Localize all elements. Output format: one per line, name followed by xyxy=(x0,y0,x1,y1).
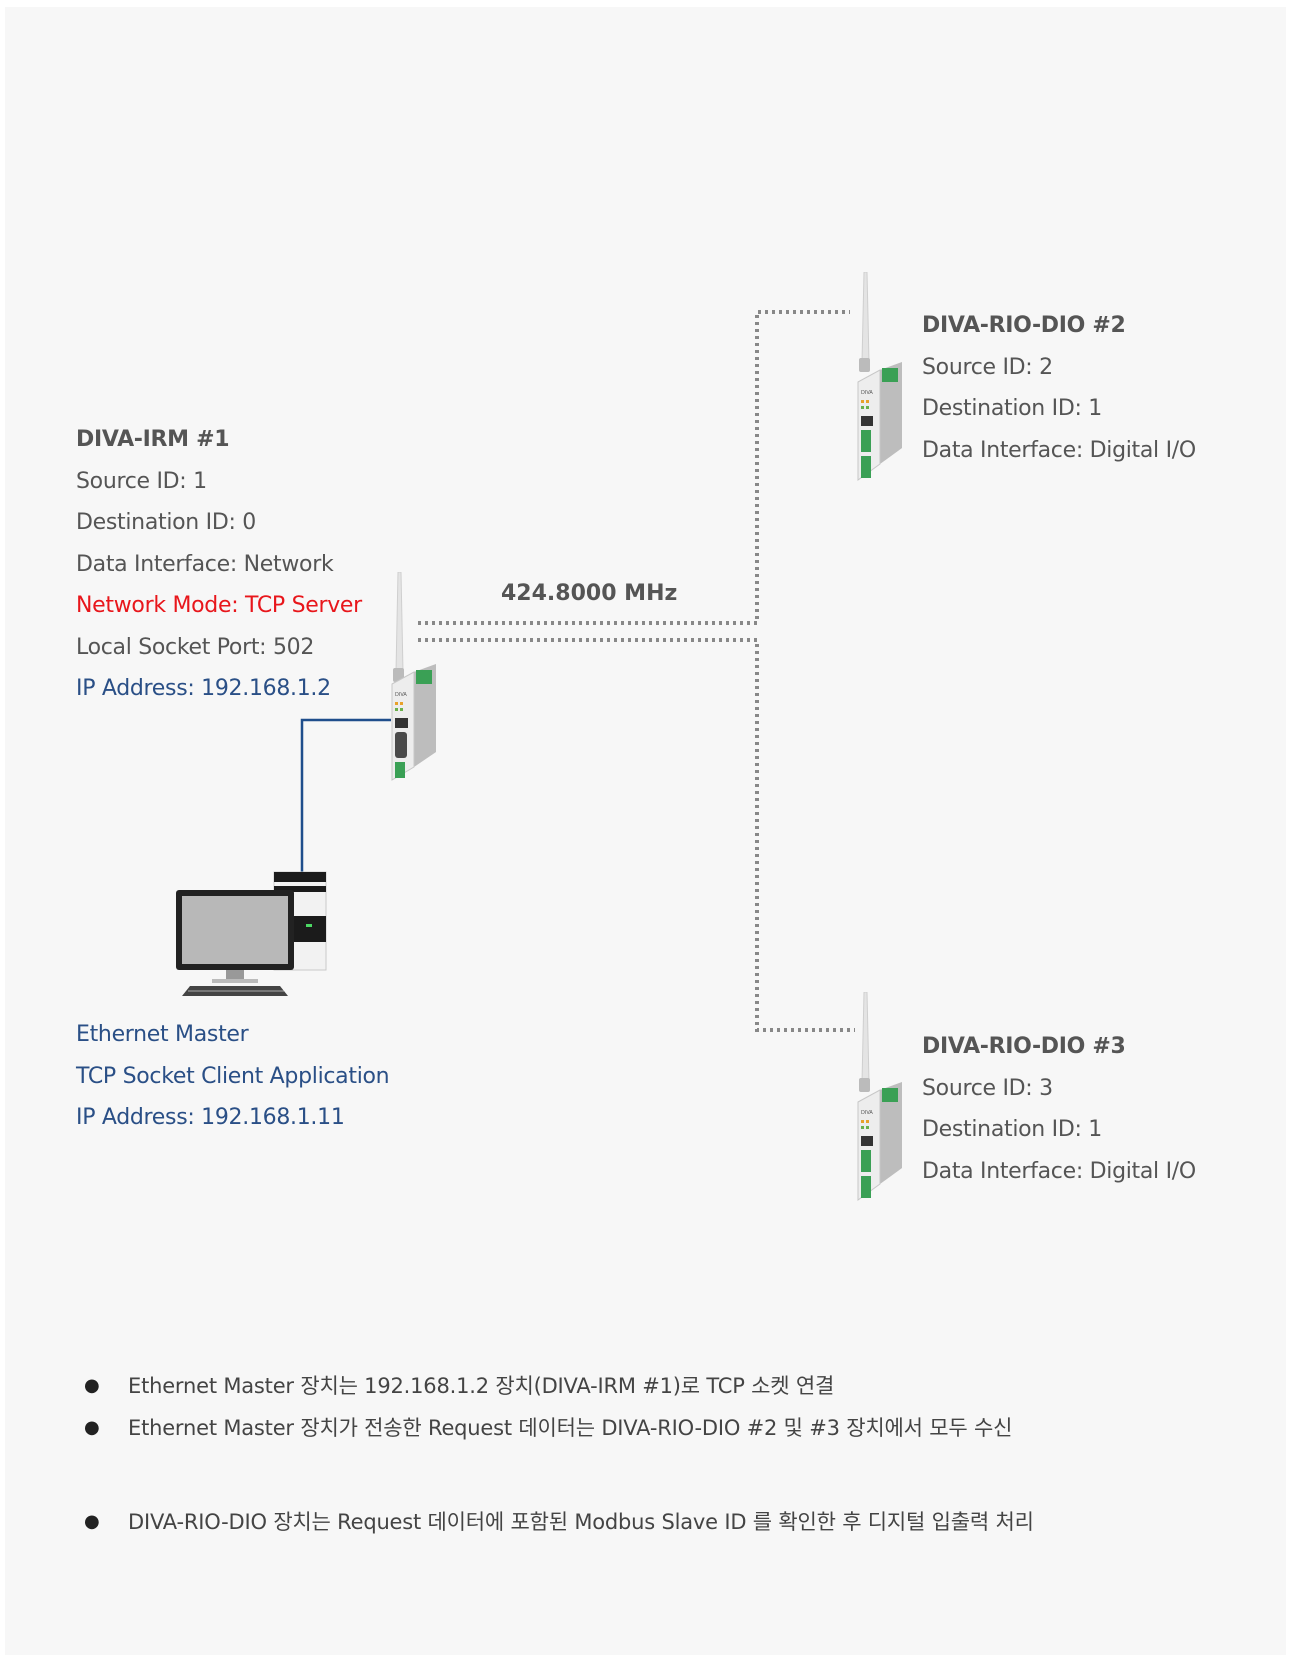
list-item: ● Ethernet Master 장치가 전송한 Request 데이터는 D… xyxy=(78,1407,1034,1449)
irm-title: DIVA-IRM #1 xyxy=(76,427,230,452)
ethernet-cable xyxy=(300,718,391,887)
master-info: Ethernet Master TCP Socket Client Applic… xyxy=(76,1014,390,1139)
note-text: DIVA-RIO-DIO 장치는 Request 데이터에 포함된 Modbus… xyxy=(128,1510,1034,1534)
diagram-canvas xyxy=(5,7,1286,1655)
rio2-info: DIVA-RIO-DIO #2 Source ID: 2 Destination… xyxy=(922,305,1196,471)
diva-rio2-device: DIVA xyxy=(857,272,902,481)
list-item: ● DIVA-RIO-DIO 장치는 Request 데이터에 포함된 Modb… xyxy=(78,1501,1034,1543)
radio-link-rio2 xyxy=(418,310,850,625)
irm-source-id: Source ID: 1 xyxy=(76,468,207,494)
computer-icon xyxy=(176,871,327,996)
rio3-info: DIVA-RIO-DIO #3 Source ID: 3 Destination… xyxy=(922,1026,1196,1192)
irm-local-port: Local Socket Port: 502 xyxy=(76,634,315,660)
rio2-destination-id: Destination ID: 1 xyxy=(922,396,1102,421)
device-brand-text: DIVA xyxy=(861,390,873,396)
list-item: ● Ethernet Master 장치는 192.168.1.2 장치(DIV… xyxy=(78,1365,1034,1407)
rio3-source-id: Source ID: 3 xyxy=(922,1075,1053,1101)
rio2-title: DIVA-RIO-DIO #2 xyxy=(922,313,1126,338)
diva-rio3-device: DIVA xyxy=(857,992,902,1201)
rio3-title: DIVA-RIO-DIO #3 xyxy=(922,1034,1126,1059)
irm-destination-id: Destination ID: 0 xyxy=(76,510,256,535)
master-title: Ethernet Master xyxy=(76,1022,249,1047)
irm-network-mode: Network Mode: TCP Server xyxy=(76,593,362,618)
rio3-data-interface: Data Interface: Digital I/O xyxy=(922,1158,1196,1184)
master-application: TCP Socket Client Application xyxy=(76,1063,390,1089)
bullet-icon: ● xyxy=(84,1375,100,1396)
note-text: Ethernet Master 장치가 전송한 Request 데이터는 DIV… xyxy=(128,1416,1013,1440)
diva-irm-device: DIVA xyxy=(391,572,436,781)
irm-data-interface: Data Interface: Network xyxy=(76,551,334,577)
rio3-destination-id: Destination ID: 1 xyxy=(922,1117,1102,1142)
device-brand-text: DIVA xyxy=(861,1110,873,1116)
radio-link-rio3 xyxy=(418,638,855,1032)
notes-list: ● Ethernet Master 장치는 192.168.1.2 장치(DIV… xyxy=(78,1365,1034,1543)
irm-ip-address: IP Address: 192.168.1.2 xyxy=(76,676,331,701)
irm-info: DIVA-IRM #1 Source ID: 1 Destination ID:… xyxy=(76,419,362,710)
note-text: Ethernet Master 장치는 192.168.1.2 장치(DIVA-… xyxy=(128,1374,835,1398)
frequency-label: 424.8000 MHz xyxy=(501,581,678,606)
bullet-icon: ● xyxy=(84,1417,100,1438)
device-brand-text: DIVA xyxy=(395,692,407,698)
master-ip-address: IP Address: 192.168.1.11 xyxy=(76,1105,345,1130)
rio2-source-id: Source ID: 2 xyxy=(922,354,1053,380)
rio2-data-interface: Data Interface: Digital I/O xyxy=(922,437,1196,463)
bullet-icon: ● xyxy=(84,1511,100,1532)
